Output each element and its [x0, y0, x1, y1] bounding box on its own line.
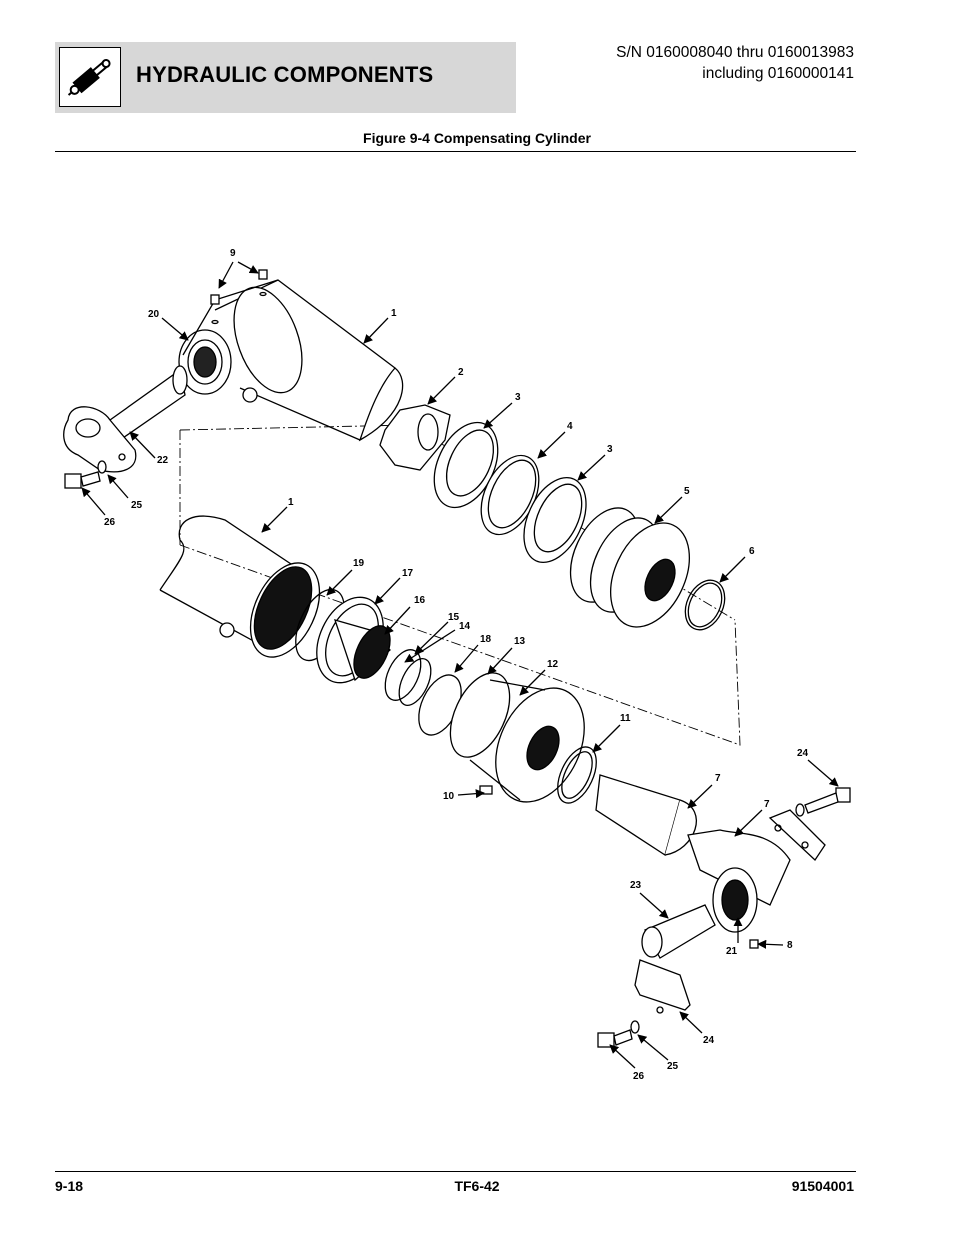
ring-11 [557, 746, 597, 804]
serial-range: S/N 0160008040 thru 0160013983 including… [616, 42, 854, 84]
document-number: 91504001 [791, 1178, 854, 1194]
seal-3b [523, 476, 587, 564]
o-ring-6 [684, 579, 726, 631]
callout-7a: 7 [715, 773, 721, 784]
callout-12: 12 [547, 659, 559, 670]
cylinder-head-12 [449, 672, 585, 803]
callout-14: 14 [459, 621, 471, 632]
callout-10: 10 [443, 791, 455, 802]
callout-24a: 24 [797, 748, 809, 759]
callout-7b: 7 [764, 799, 770, 810]
cylinder-barrel-bottom [159, 515, 321, 658]
hydraulic-cylinder-icon [59, 47, 121, 107]
serial-line-1: S/N 0160008040 thru 0160013983 [616, 44, 854, 61]
alignment-line [179, 424, 741, 746]
lock-plate-24 [634, 959, 691, 1011]
callout-26b: 26 [633, 1071, 645, 1082]
serial-line-2: including 0160000141 [702, 65, 854, 82]
cylinder-barrel-top [178, 279, 404, 442]
callout-3a: 3 [515, 392, 521, 403]
header-rule [55, 151, 856, 152]
bolt-and-washer-top [64, 460, 107, 489]
leader-arrows [81, 261, 839, 1069]
ring-14 [398, 658, 432, 706]
piston-5 [569, 507, 690, 628]
plate-24-right [768, 809, 826, 861]
section-title: HYDRAULIC COMPONENTS [136, 62, 434, 87]
callout-2: 2 [458, 367, 464, 378]
callout-6: 6 [749, 546, 755, 557]
callout-5: 5 [684, 486, 690, 497]
callout-22: 22 [157, 455, 169, 466]
callout-17: 17 [402, 568, 414, 579]
figure-title: Figure 9-4 Compensating Cylinder [363, 130, 591, 146]
callout-26a: 26 [104, 517, 116, 528]
callout-23: 23 [630, 880, 642, 891]
callout-4: 4 [567, 421, 573, 432]
callout-24b: 24 [703, 1035, 715, 1046]
grease-fittings [210, 269, 268, 325]
callout-13: 13 [514, 636, 526, 647]
callout-21: 21 [726, 946, 738, 957]
callout-9: 9 [230, 248, 236, 259]
callout-25b: 25 [667, 1061, 679, 1072]
callout-1a: 1 [391, 308, 397, 319]
grease-fitting-8 [749, 939, 759, 949]
piston-rod-7 [595, 774, 791, 933]
page-number: 9-18 [55, 1178, 84, 1194]
callout-16: 16 [414, 595, 426, 606]
callout-20: 20 [148, 309, 160, 320]
pin-and-plate-top [63, 365, 188, 473]
callout-15: 15 [448, 612, 460, 623]
bolt-and-washer-bottom [597, 1032, 615, 1048]
callout-8: 8 [787, 940, 793, 951]
callout-19: 19 [353, 558, 365, 569]
callout-labels: 1 2 3 4 3 5 6 9 20 22 25 26 1 19 17 16 1… [104, 248, 809, 1082]
bushing-16 [333, 619, 391, 682]
callout-1b: 1 [288, 497, 294, 508]
callout-25a: 25 [131, 500, 143, 511]
callout-11: 11 [620, 713, 631, 724]
footer-rule [55, 1171, 856, 1172]
callout-18: 18 [480, 634, 492, 645]
model-number: TF6-42 [454, 1178, 500, 1194]
header-band [55, 42, 516, 113]
callout-3b: 3 [607, 444, 613, 455]
